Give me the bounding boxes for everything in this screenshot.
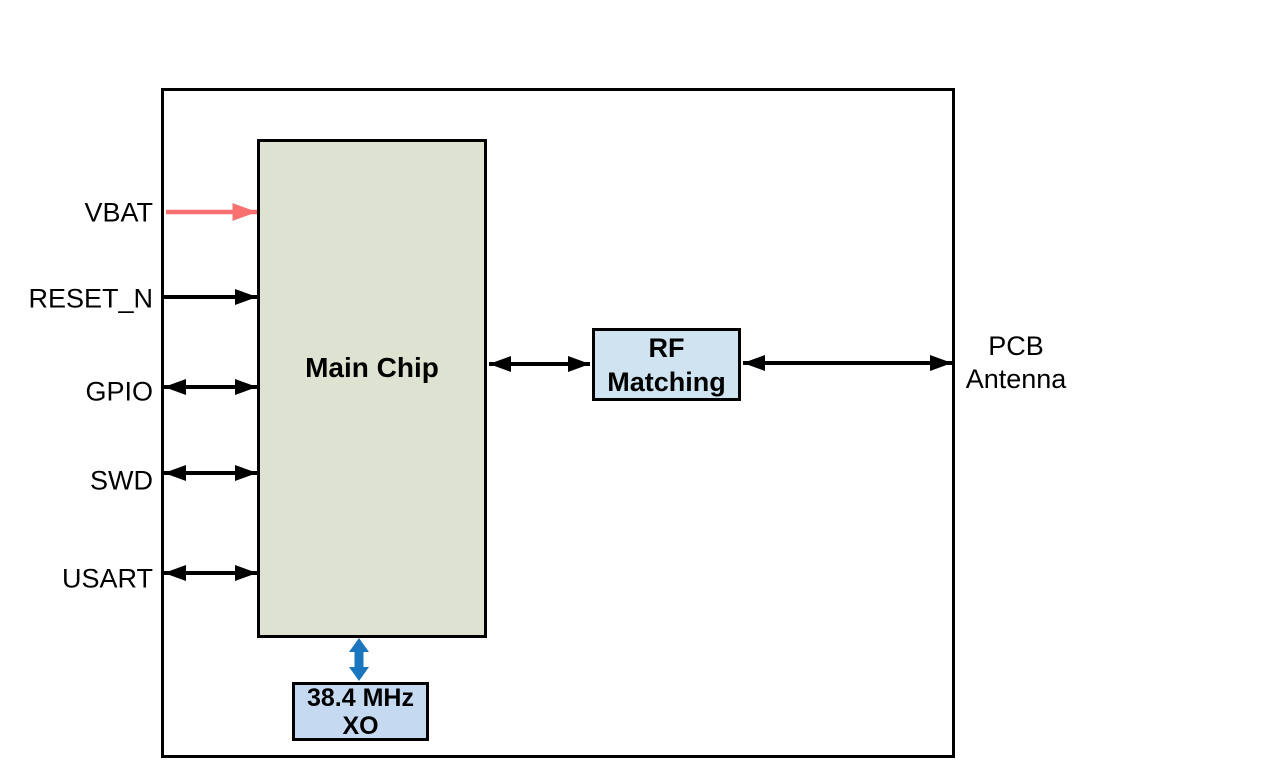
main-chip-label: Main Chip xyxy=(305,352,439,383)
rf-matching-block: RF Matching xyxy=(592,328,741,401)
xo-block: 38.4 MHz XO xyxy=(292,682,429,741)
pcb-antenna-label: PCB Antenna xyxy=(960,330,1072,396)
port-label-usart: USART xyxy=(61,563,153,594)
port-label-vbat: VBAT xyxy=(84,197,153,228)
rf-matching-label-line1: RF xyxy=(648,332,685,363)
xo-label-line1: 38.4 MHz xyxy=(307,683,414,712)
port-label-swd: SWD xyxy=(90,465,153,496)
xo-label-line2: XO xyxy=(342,711,379,740)
pcb-antenna-label-line1: PCB xyxy=(988,331,1044,361)
system-boundary-box xyxy=(161,88,955,758)
port-label-gpio: GPIO xyxy=(85,376,153,407)
pcb-antenna-label-line2: Antenna xyxy=(965,364,1067,394)
main-chip-block: Main Chip xyxy=(257,139,487,638)
port-label-reset-n: RESET_N xyxy=(28,283,153,314)
rf-matching-label-line2: Matching xyxy=(607,366,726,397)
